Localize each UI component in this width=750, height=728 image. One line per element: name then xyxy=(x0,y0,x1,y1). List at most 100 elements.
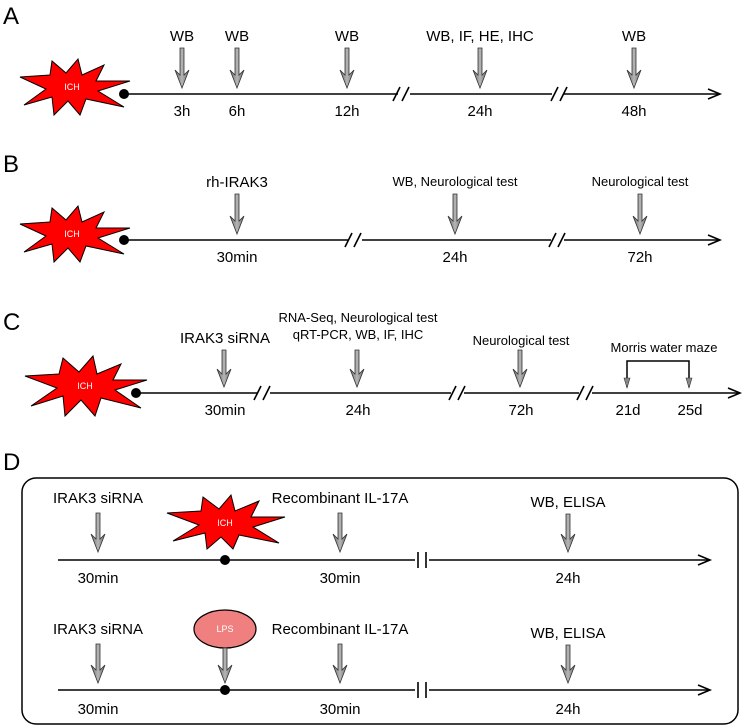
panel-d-row-lps: LPS IRAK3 siRNA 30min Recombinant IL-17A… xyxy=(53,609,713,718)
axis-break-mark xyxy=(550,86,568,102)
small-down-arrow-icon xyxy=(685,377,693,390)
timepoint-time-label: 3h xyxy=(174,103,191,120)
timepoint-top-label: WB xyxy=(225,28,249,45)
panel-d: D ICH IRAK3 siRNA 30min Recombinant IL-1… xyxy=(3,449,739,725)
panel-label-d: D xyxy=(3,449,20,476)
timepoint-6h: WB 6h xyxy=(225,28,249,120)
timepoint-sirna: IRAK3 siRNA 30min xyxy=(53,621,143,718)
axis-break-mark xyxy=(448,385,466,401)
ich-label: ICH xyxy=(64,229,80,239)
timepoint-time-label: 72h xyxy=(627,249,652,266)
timepoint-time-label: 30min xyxy=(205,402,246,419)
timepoint-top-label: WB xyxy=(622,28,646,45)
timepoint-time-label: 25d xyxy=(677,402,702,419)
panel-b: B ICH rh-IRAK3 30min WB, Neurological te… xyxy=(3,151,723,266)
down-arrow-icon xyxy=(216,349,232,389)
down-arrow-icon xyxy=(90,643,106,685)
timepoint-top-label: IRAK3 siRNA xyxy=(180,330,270,347)
timepoint-time-label: 30min xyxy=(320,701,361,718)
axis-break-mark xyxy=(344,232,362,248)
timepoint-top-label: WB xyxy=(170,28,194,45)
maze-bracket xyxy=(626,360,690,387)
down-arrow-icon xyxy=(90,512,106,554)
down-arrow-icon xyxy=(560,513,576,554)
timepoint-top-label: Neurological test xyxy=(473,333,570,348)
down-arrow-icon xyxy=(339,47,355,90)
ich-label: ICH xyxy=(217,518,233,528)
timepoint-24h: WB, IF, HE, IHC 24h xyxy=(426,28,534,120)
timepoint-72h: Neurological test 72h xyxy=(473,333,570,419)
timepoint-12h: WB 12h xyxy=(334,28,359,120)
axis-break-mark xyxy=(417,552,427,568)
timepoint-time-label: 24h xyxy=(442,249,467,266)
timepoint-il17a: Recombinant IL-17A 30min xyxy=(272,490,409,587)
ich-label: ICH xyxy=(64,82,80,92)
timepoint-time-label: 72h xyxy=(508,402,533,419)
down-arrow-icon xyxy=(332,643,348,685)
timepoint-top-label: rh-IRAK3 xyxy=(206,174,268,191)
timepoint-top-label: WB xyxy=(335,28,359,45)
axis-break-mark xyxy=(392,86,410,102)
timepoint-il17a: Recombinant IL-17A 30min xyxy=(272,621,409,718)
ich-burst-icon: ICH xyxy=(19,57,131,117)
timepoint-time-label: 21d xyxy=(615,402,640,419)
ich-burst-icon: ICH xyxy=(166,493,286,550)
axis-arrowhead xyxy=(727,387,743,399)
panel-a: A ICH WB 3h WB 6h WB 12h xyxy=(3,3,723,120)
timepoint-top-label: WB, ELISA xyxy=(530,625,605,642)
down-arrow-icon xyxy=(332,512,348,554)
lps-label: LPS xyxy=(216,624,233,634)
timepoint-time-label: 24h xyxy=(555,570,580,587)
down-arrow-icon xyxy=(626,47,642,90)
down-arrow-icon xyxy=(447,193,463,236)
panel-label-c: C xyxy=(3,309,20,336)
timepoint-top-label: IRAK3 siRNA xyxy=(53,490,143,507)
timepoint-top-label: Neurological test xyxy=(592,174,689,189)
timepoint-time-label: 48h xyxy=(621,103,646,120)
timepoint-48h: WB 48h xyxy=(621,28,646,120)
timepoint-3h: WB 3h xyxy=(170,28,194,120)
timepoint-30min: rh-IRAK3 30min xyxy=(206,174,268,266)
panel-c: C ICH IRAK3 siRNA 30min RNA-Seq, Neurolo… xyxy=(3,309,743,419)
ich-burst-icon: ICH xyxy=(24,354,148,418)
timepoint-sirna: IRAK3 siRNA 30min xyxy=(53,490,143,587)
down-arrow-icon xyxy=(229,47,245,90)
down-arrow-icon xyxy=(349,349,365,389)
axis-break-mark xyxy=(417,682,427,698)
timepoint-72h: Neurological test 72h xyxy=(592,174,689,266)
axis-break-mark xyxy=(253,385,271,401)
timepoint-top-label: qRT-PCR, WB, IF, IHC xyxy=(293,327,424,342)
ich-label: ICH xyxy=(77,381,93,391)
ich-burst-icon: ICH xyxy=(19,204,131,264)
down-arrow-icon xyxy=(512,349,528,389)
axis-arrowhead xyxy=(707,88,723,100)
down-arrow-icon xyxy=(229,193,245,236)
down-arrow-icon xyxy=(472,47,488,90)
onset-dot xyxy=(220,555,230,565)
timepoint-top-label: IRAK3 siRNA xyxy=(53,621,143,638)
timepoint-top-label: Recombinant IL-17A xyxy=(272,621,409,638)
maze-label: Morris water maze xyxy=(611,340,718,355)
timepoint-24h: WB, ELISA 24h xyxy=(530,625,605,718)
timepoint-time-label: 24h xyxy=(555,701,580,718)
timepoint-24h: WB, Neurological test 24h xyxy=(393,174,518,266)
panel-label-a: A xyxy=(3,3,19,30)
axis-arrowhead xyxy=(697,554,713,566)
timepoint-time-label: 30min xyxy=(217,249,258,266)
panel-d-frame xyxy=(21,477,739,725)
timepoint-30min: IRAK3 siRNA 30min xyxy=(180,330,270,419)
timepoint-time-label: 24h xyxy=(467,103,492,120)
down-arrow-icon xyxy=(217,647,233,685)
small-down-arrow-icon xyxy=(623,377,631,390)
timepoint-top-label: Recombinant IL-17A xyxy=(272,490,409,507)
onset-dot xyxy=(220,685,230,695)
timepoint-24h: RNA-Seq, Neurological test qRT-PCR, WB, … xyxy=(279,310,438,419)
axis-break-mark xyxy=(548,232,566,248)
timepoint-24h: WB, ELISA 24h xyxy=(530,494,605,587)
panel-label-b: B xyxy=(3,151,19,178)
timepoint-top-label: WB, ELISA xyxy=(530,494,605,511)
axis-arrowhead xyxy=(697,684,713,696)
panel-d-row-ich: ICH IRAK3 siRNA 30min Recombinant IL-17A… xyxy=(53,490,713,587)
morris-water-maze-bracket: Morris water maze 21d 25d xyxy=(611,340,718,419)
